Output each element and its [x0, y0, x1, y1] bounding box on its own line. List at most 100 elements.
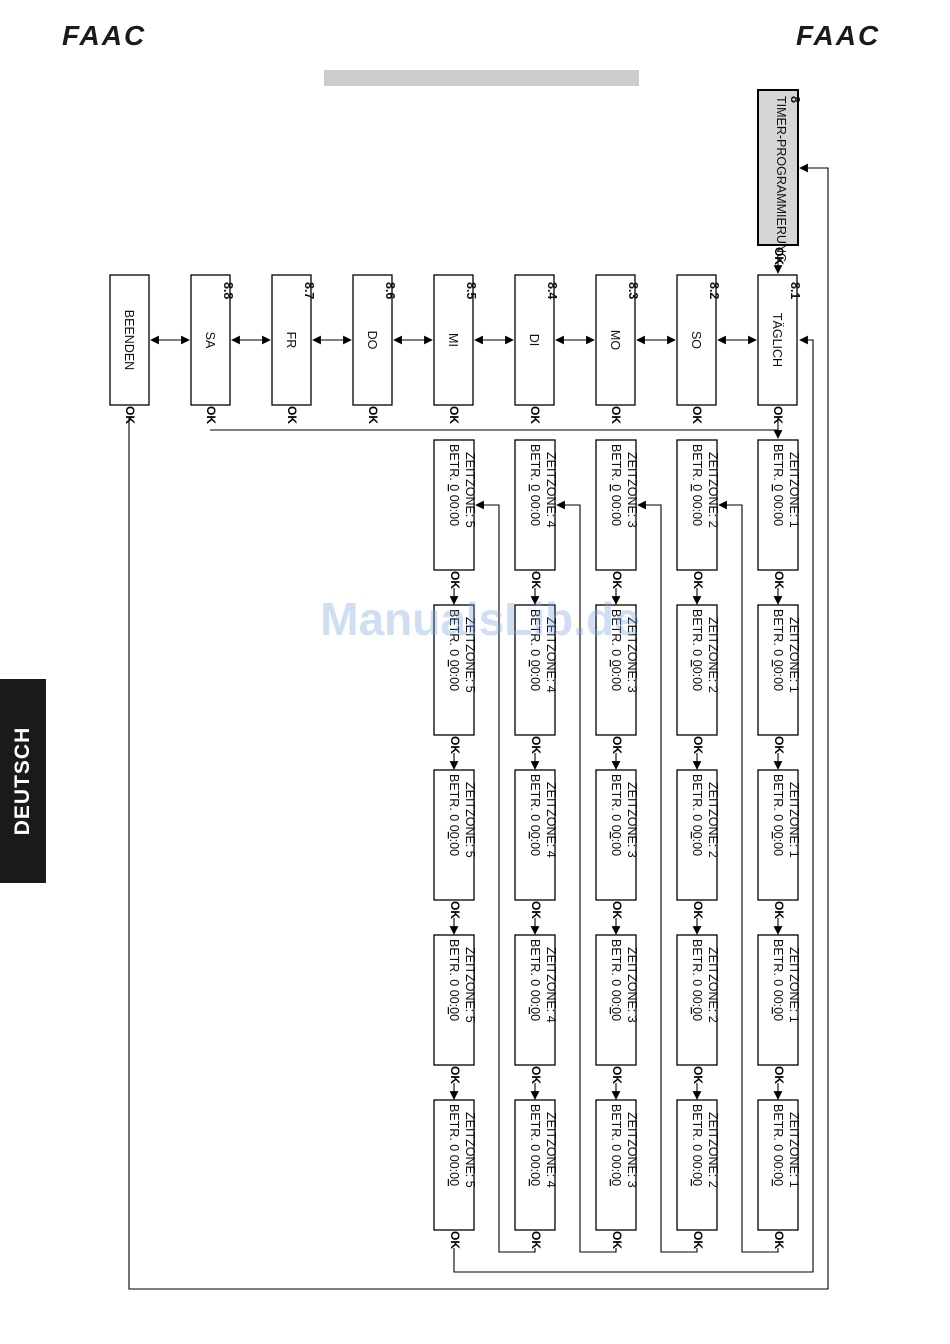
value-part: 0 [447, 649, 461, 656]
ok-label-zone-5-step-4: OK [448, 1066, 462, 1084]
ok-label-zone-3-step-5: OK [610, 1231, 624, 1249]
value-part: 0 [609, 990, 623, 997]
value-part: 0 [447, 1155, 461, 1162]
root-label: TIMER-PROGRAMMIERUNG [774, 96, 788, 263]
zone-3-step-1-box [595, 439, 637, 571]
value-part: 0 [447, 1179, 461, 1186]
value-part: 0 [771, 832, 785, 839]
value-part: 0 [609, 512, 623, 519]
value-part: 0 [771, 1007, 785, 1014]
zone-2-step-1-title: ZEITZONE: 2 [706, 452, 720, 528]
zone-4-step-5-value: BETR. 0 00:00 [528, 1104, 542, 1186]
arrow-zone-to-next [637, 500, 698, 1253]
ok-label-zone-3-step-3: OK [610, 901, 624, 919]
value-part: BETR. [528, 774, 542, 814]
value-part: 0 [528, 842, 542, 849]
menu-number-3: 8.4 [545, 282, 559, 299]
value-part: BETR. [528, 609, 542, 649]
zone-4-step-1-box [514, 439, 556, 571]
value-part: 0 [609, 825, 623, 832]
value-part: 0 [528, 849, 542, 856]
ok-label-zone-1-step-2: OK [772, 736, 786, 754]
menu-label-1: SO [689, 331, 703, 349]
zone-3-step-5-box [595, 1099, 637, 1231]
zone-3-step-4-box [595, 934, 637, 1066]
value-part: 0 [771, 979, 785, 986]
value-part: 0 [771, 667, 785, 674]
zone-5-step-1-value: BETR. 0 00:00 [447, 444, 461, 526]
zone-5-step-4-box [433, 934, 475, 1066]
zone-5-step-4-title: ZEITZONE: 5 [463, 947, 477, 1023]
zone-5-step-1-title: ZEITZONE: 5 [463, 452, 477, 528]
zone-3-step-1-title: ZEITZONE: 3 [625, 452, 639, 528]
value-part: 0 [690, 495, 704, 502]
value-part: 0 [528, 825, 542, 832]
zone-4-step-2-box [514, 604, 556, 736]
zone-1-step-2-box [757, 604, 799, 736]
value-part: 0 [609, 1155, 623, 1162]
header-gray-bar [324, 70, 639, 86]
value-part: 0 [609, 519, 623, 526]
value-part: 0 [690, 667, 704, 674]
zone-2-step-2-value: BETR. 0 00:00 [690, 609, 704, 691]
menu-box-8 [109, 274, 150, 406]
ok-label-zone-1-step-4: OK [772, 1066, 786, 1084]
menu-box-2 [595, 274, 636, 406]
value-part: : [690, 839, 704, 842]
zone-3-step-4-title: ZEITZONE: 3 [625, 947, 639, 1023]
zone-1-step-4-box [757, 934, 799, 1066]
value-part: 0 [609, 1007, 623, 1014]
ok-label-zone-3-step-4: OK [610, 1066, 624, 1084]
menu-label-0: TÄGLICH [770, 313, 784, 367]
ok-label-menu-4: OK [447, 406, 461, 424]
value-part: : [447, 1004, 461, 1007]
menu-box-6 [271, 274, 312, 406]
zone-2-step-3-value: BETR. 0 00:00 [690, 774, 704, 856]
value-part: 0 [771, 660, 785, 667]
zone-3-step-5-title: ZEITZONE: 3 [625, 1112, 639, 1188]
value-part: : [690, 1169, 704, 1172]
value-part: 0 [771, 997, 785, 1004]
value-part: 0 [690, 512, 704, 519]
zone-5-step-5-value: BETR. 0 00:00 [447, 1104, 461, 1186]
value-part: 0 [447, 495, 461, 502]
zone-4-step-5-box [514, 1099, 556, 1231]
value-part: 0 [609, 677, 623, 684]
zone-5-step-3-box [433, 769, 475, 901]
value-part: : [447, 1169, 461, 1172]
value-part: BETR. [528, 444, 542, 484]
zone-1-step-3-box [757, 769, 799, 901]
zone-4-step-3-value: BETR. 0 00:00 [528, 774, 542, 856]
language-tab: DEUTSCH [0, 679, 46, 883]
value-part: 0 [690, 1007, 704, 1014]
zone-1-step-4-value: BETR. 0 00:00 [771, 939, 785, 1021]
zone-3-step-3-title: ZEITZONE: 3 [625, 782, 639, 858]
value-part: BETR. [771, 939, 785, 979]
menu-label-7: SA [203, 332, 217, 349]
zone-1-step-4-title: ZEITZONE: 1 [787, 947, 801, 1023]
value-part: 0 [528, 979, 542, 986]
value-part: 0 [609, 502, 623, 509]
value-part: : [528, 509, 542, 512]
value-part: 0 [690, 1179, 704, 1186]
zone-1-step-3-value: BETR. 0 00:00 [771, 774, 785, 856]
value-part: 0 [528, 684, 542, 691]
menu-number-1: 8.2 [707, 282, 721, 299]
value-part: 0 [609, 649, 623, 656]
menu-number-2: 8.3 [626, 282, 640, 299]
menu-label-2: MO [608, 330, 622, 350]
value-part: 0 [690, 1144, 704, 1151]
value-part: 0 [771, 849, 785, 856]
value-part: 0 [447, 1007, 461, 1014]
value-part: 0 [609, 832, 623, 839]
value-part: 0 [771, 1179, 785, 1186]
ok-label-zone-1-step-3: OK [772, 901, 786, 919]
value-part: BETR. [447, 939, 461, 979]
ok-label-zone-2-step-5: OK [691, 1231, 705, 1249]
menu-label-5: DO [365, 331, 379, 350]
value-part: 0 [690, 1172, 704, 1179]
value-part: 0 [528, 1162, 542, 1169]
value-part: 0 [771, 684, 785, 691]
value-part: 0 [690, 1155, 704, 1162]
value-part: 0 [447, 677, 461, 684]
